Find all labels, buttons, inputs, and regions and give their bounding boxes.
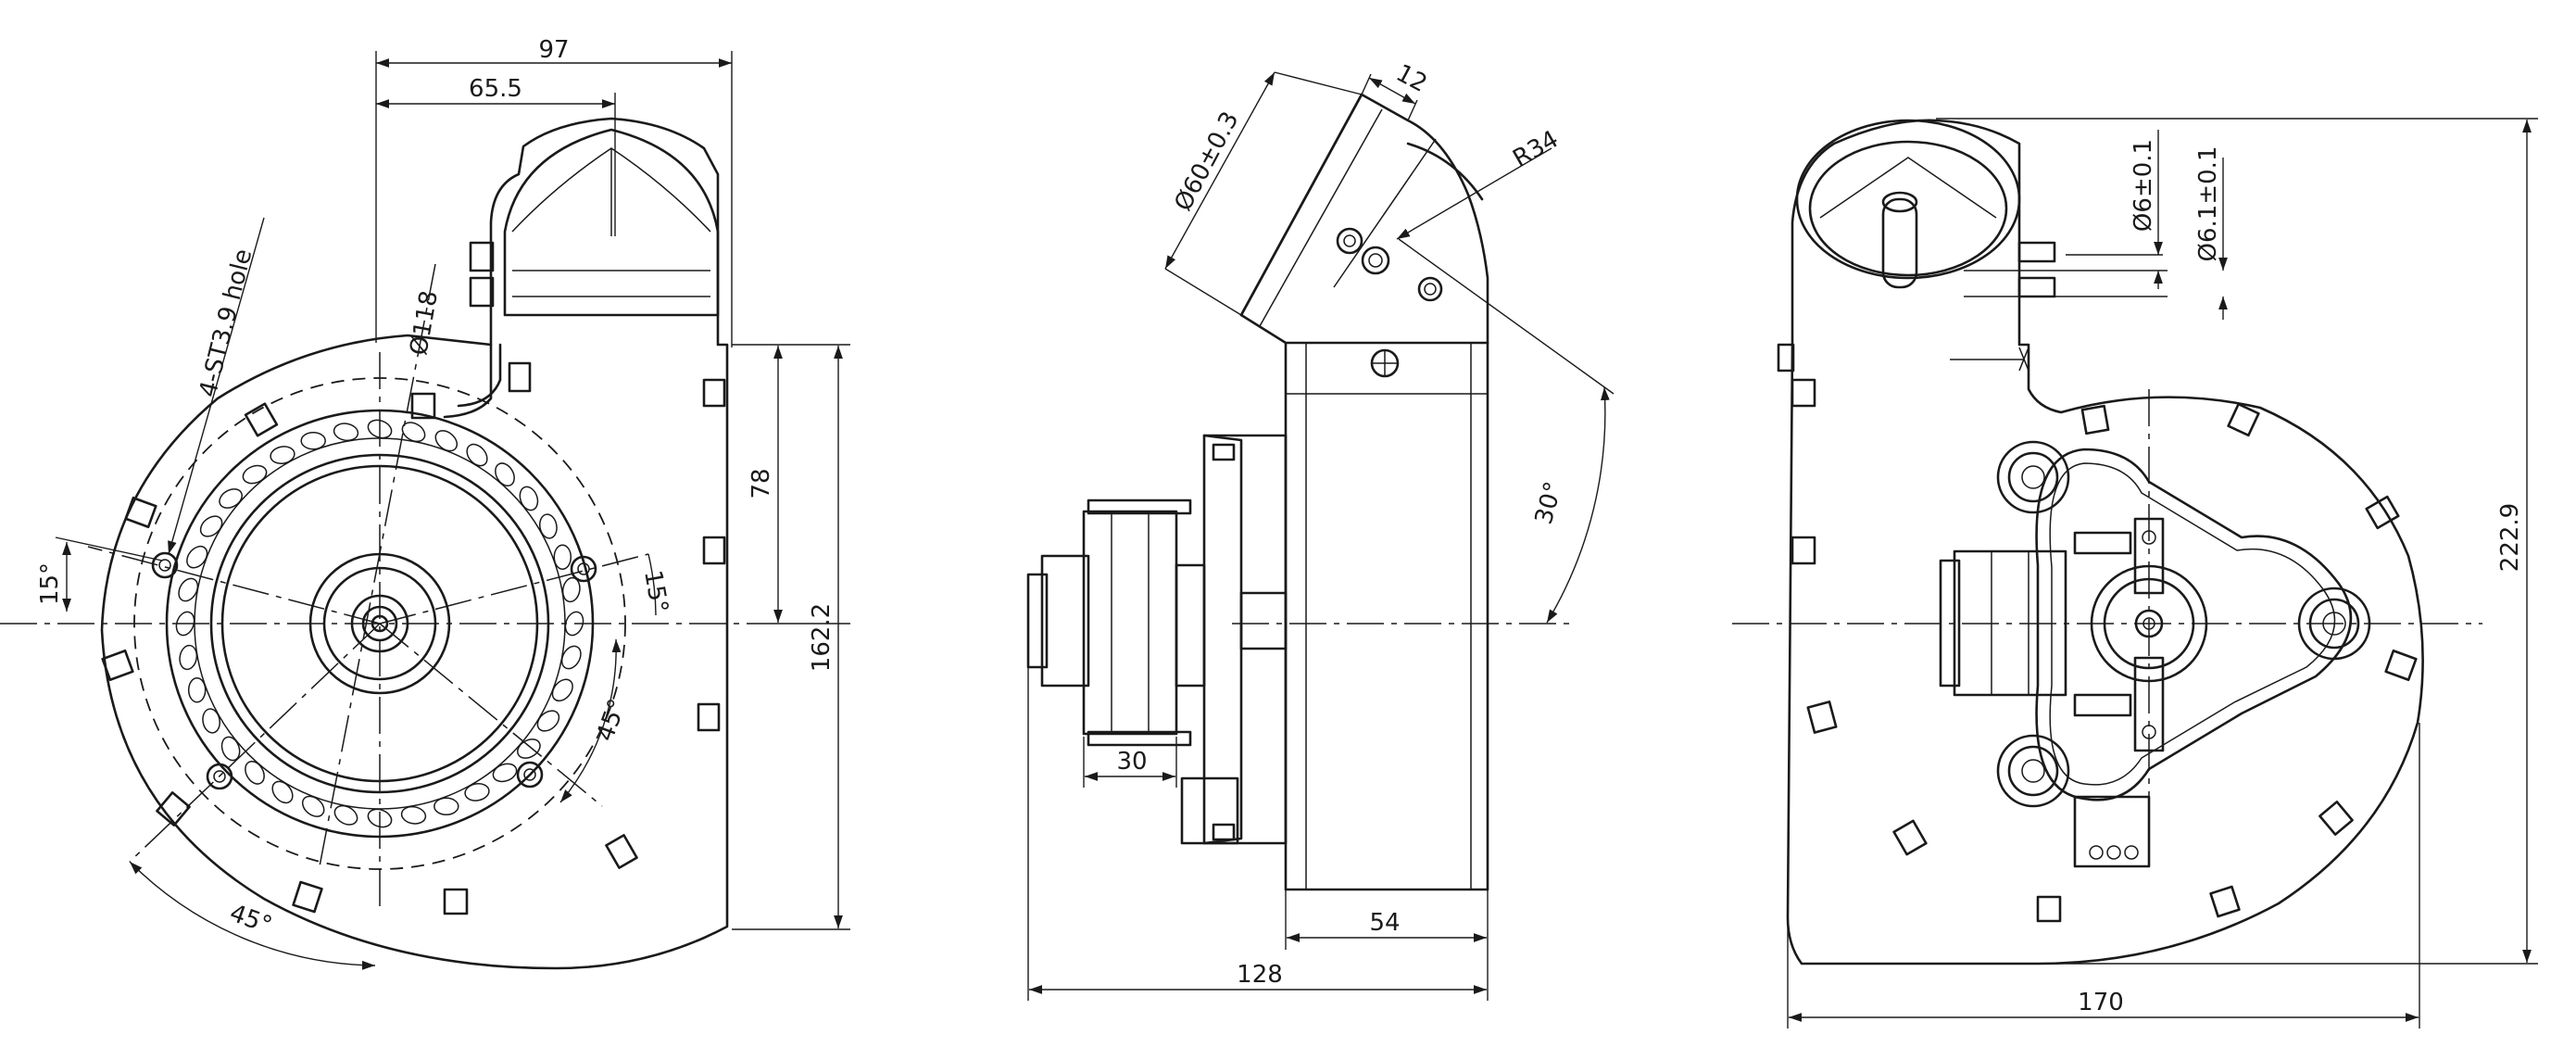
impeller-blade — [367, 808, 393, 828]
impeller-blade — [367, 419, 393, 439]
dim-diameter-60: Ø60±0.3 — [1169, 107, 1244, 216]
dim-54: 54 — [1369, 909, 1400, 937]
impeller-blade — [242, 464, 268, 485]
side-view: Ø60±0.3 12 R34 30° 30 54 128 — [1026, 59, 1615, 1001]
dim-222-9: 222.9 — [2496, 503, 2524, 572]
impeller-blade — [519, 486, 539, 511]
impeller-blade — [495, 462, 515, 486]
impeller-blade — [270, 446, 295, 464]
impeller-blade — [333, 804, 358, 826]
impeller-blade — [434, 430, 459, 452]
impeller-blade — [400, 805, 427, 825]
dim-diameter-6: Ø6±0.1 — [2130, 139, 2157, 232]
dim-128: 128 — [1237, 961, 1283, 989]
impeller-blade — [187, 677, 207, 703]
angle-30: 30° — [1530, 479, 1568, 527]
impeller-blade — [245, 761, 265, 785]
dim-65-5: 65.5 — [469, 75, 522, 103]
impeller-blade — [219, 488, 243, 509]
impeller-blade — [464, 783, 490, 801]
dim-30: 30 — [1116, 748, 1147, 776]
impeller-blade — [517, 738, 541, 759]
hole-note: 4-ST3.9 hole — [195, 246, 258, 400]
impeller-blade — [539, 513, 558, 539]
impeller-blade — [401, 422, 426, 443]
angle-15-right: 15° — [638, 568, 673, 615]
front-view: 97 65.5 78 162.2 Ø118 4-ST3.9 hole 15° 1… — [0, 36, 850, 970]
mounting-hole — [516, 761, 544, 789]
impeller-blade — [186, 545, 208, 569]
mounting-hole — [151, 551, 179, 579]
impeller-blade — [561, 576, 581, 603]
rear-view: Ø6±0.1 Ø6.1±0.1 222.9 170 — [1732, 118, 2538, 1028]
impeller-blade — [175, 611, 195, 637]
mounting-hole — [570, 555, 597, 583]
impeller-blade — [178, 577, 199, 602]
impeller-blade — [551, 678, 573, 702]
dim-170: 170 — [2078, 989, 2124, 1016]
impeller-blade — [220, 736, 241, 762]
impeller-blade — [564, 611, 584, 637]
dim-162-2: 162.2 — [808, 603, 836, 672]
impeller-blade — [492, 763, 518, 783]
mounting-hole — [206, 763, 233, 790]
impeller-blade — [333, 423, 359, 442]
impeller-blade — [202, 708, 220, 734]
dim-diameter-118: Ø118 — [405, 288, 444, 357]
impeller-blade — [553, 544, 572, 570]
angle-15-left: 15° — [36, 562, 64, 605]
mounting-boss — [1996, 734, 2070, 808]
impeller-blade — [560, 645, 582, 670]
radius-34: R34 — [1508, 125, 1563, 173]
dim-78: 78 — [748, 468, 775, 498]
impeller-blade — [179, 644, 198, 671]
impeller-blade — [300, 431, 326, 450]
dim-12: 12 — [1391, 59, 1431, 98]
angle-45-right: 45° — [592, 695, 633, 745]
dim-97: 97 — [538, 36, 569, 64]
impeller-blade — [466, 443, 488, 467]
impeller-blade — [199, 515, 223, 537]
impeller-blade — [271, 780, 294, 804]
mounting-boss — [1996, 440, 2070, 514]
impeller-blade — [301, 795, 325, 817]
impeller-blade — [434, 797, 459, 816]
impeller-blade — [536, 710, 560, 732]
dim-diameter-6-1: Ø6.1±0.1 — [2194, 146, 2222, 262]
